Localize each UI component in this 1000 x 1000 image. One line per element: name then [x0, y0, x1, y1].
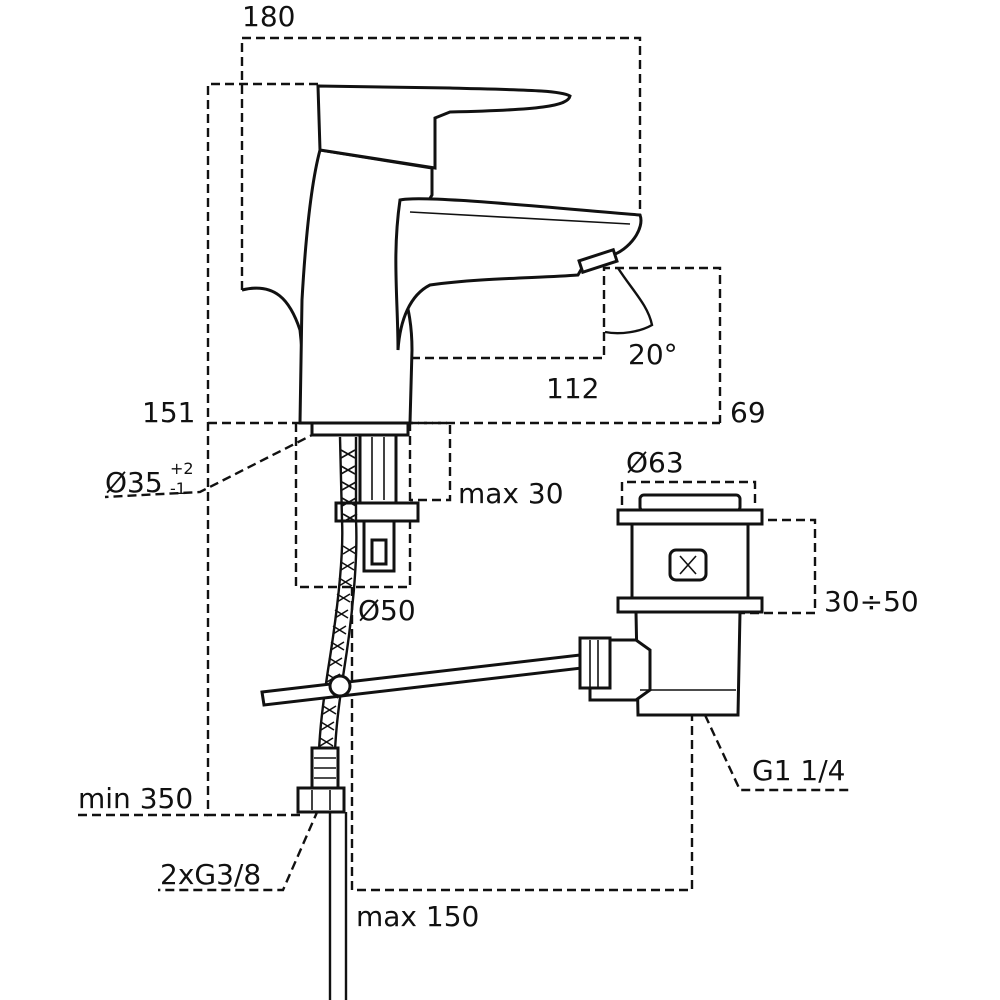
pop-up-rod — [260, 653, 584, 707]
waste-valve — [578, 493, 764, 717]
label-hole-diameter-main: Ø35 — [105, 466, 163, 499]
label-hole-tolerance-plus: +2 — [170, 459, 194, 478]
label-angle: 20° — [628, 338, 678, 371]
faucet-body — [241, 84, 654, 437]
label-hose-thread: 2xG3/8 — [160, 858, 261, 891]
label-min-hose: min 350 — [78, 782, 193, 815]
label-waste-range: 30÷50 — [824, 585, 919, 618]
label-height-total: 151 — [142, 396, 195, 429]
label-waste-thread: G1 1/4 — [752, 754, 845, 787]
label-waste-diameter: Ø63 — [626, 446, 684, 479]
label-max-thickness: max 30 — [458, 477, 564, 510]
label-hole-diameter-base: Ø50 — [358, 594, 416, 627]
label-hole-tolerance-minus: -1 — [170, 479, 186, 498]
dimension-labels: 180 151 112 69 20° Ø35 +2 -1 max 30 Ø50 … — [78, 0, 919, 933]
label-spout-reach: 112 — [546, 372, 599, 405]
label-max-rod: max 150 — [356, 900, 479, 933]
flexible-hoses — [296, 436, 358, 1000]
label-width-top: 180 — [242, 0, 295, 33]
label-spout-height: 69 — [730, 396, 766, 429]
dimension-lines — [78, 36, 852, 892]
